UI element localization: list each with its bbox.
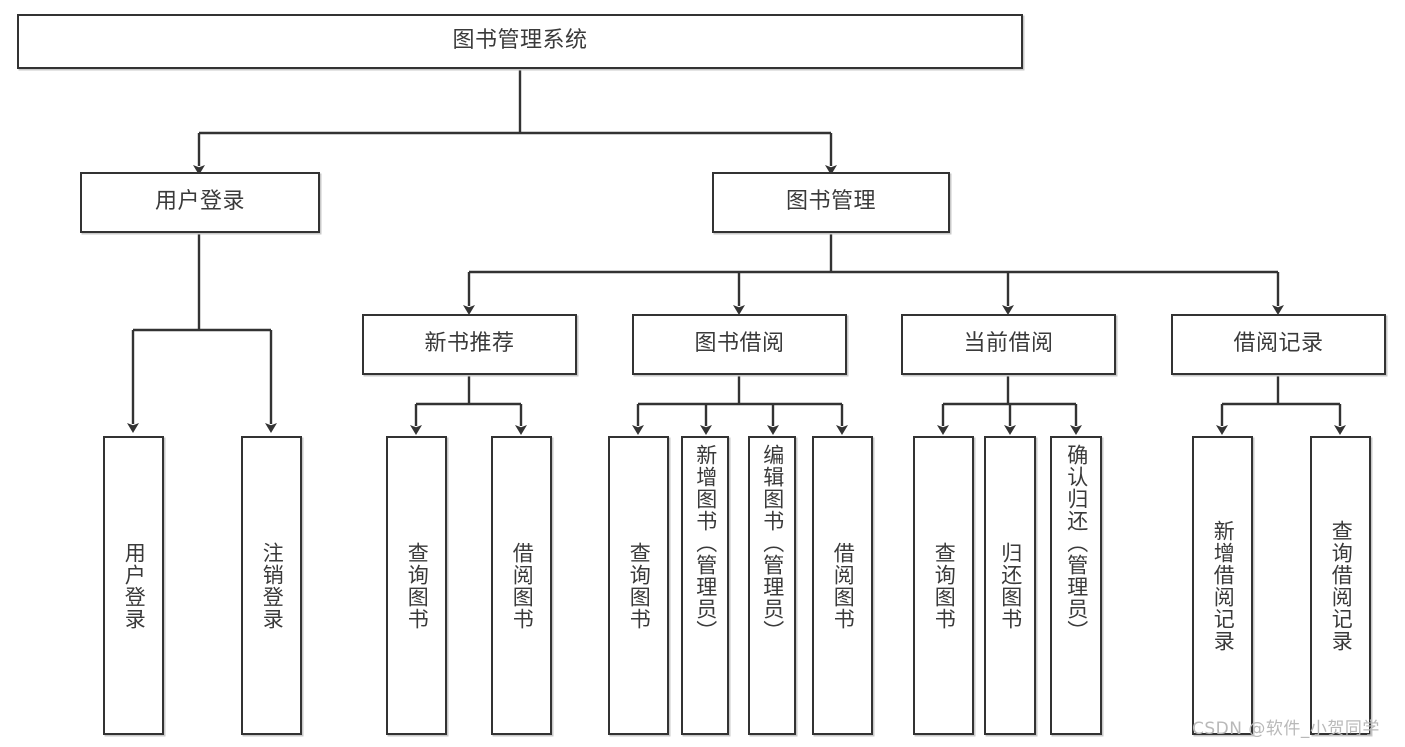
node-user-login-label: 用户登录	[154, 189, 245, 215]
leaf-edit-book-admin-label: 编辑图书（管理员）	[760, 444, 785, 642]
node-book-management-label: 图书管理	[785, 189, 876, 215]
leaf-query-borrow-record-label: 查询借阅记录	[1329, 519, 1354, 652]
leaf-return-book-label: 归还图书	[998, 541, 1023, 630]
leaf-query-book-borrow[interactable]: 查询图书	[608, 436, 669, 735]
leaf-add-borrow-record-label: 新增借阅记录	[1211, 519, 1236, 652]
leaf-add-book-admin-label: 新增图书（管理员）	[693, 444, 718, 642]
node-book-management[interactable]: 图书管理	[712, 172, 950, 233]
leaf-borrow-book-borrow[interactable]: 借阅图书	[812, 436, 873, 735]
node-book-borrow[interactable]: 图书借阅	[632, 314, 847, 375]
node-current-borrow-label: 当前借阅	[963, 331, 1054, 357]
leaf-query-book-current[interactable]: 查询图书	[913, 436, 974, 735]
leaf-confirm-return-admin[interactable]: 确认归还（管理员）	[1050, 436, 1102, 735]
leaf-user-login-label: 用户登录	[122, 541, 147, 630]
leaf-borrow-book-recommend[interactable]: 借阅图书	[491, 436, 552, 735]
leaf-borrow-book-recommend-label: 借阅图书	[510, 541, 535, 630]
leaf-query-book-borrow-label: 查询图书	[627, 541, 652, 630]
leaf-logout[interactable]: 注销登录	[241, 436, 302, 735]
leaf-logout-label: 注销登录	[260, 541, 285, 630]
leaf-return-book[interactable]: 归还图书	[984, 436, 1036, 735]
leaf-borrow-book-borrow-label: 借阅图书	[831, 541, 856, 630]
leaf-edit-book-admin[interactable]: 编辑图书（管理员）	[748, 436, 796, 735]
node-borrow-records-label: 借阅记录	[1233, 331, 1324, 357]
leaf-query-book-recommend-label: 查询图书	[405, 541, 430, 630]
node-root[interactable]: 图书管理系统	[17, 14, 1023, 69]
node-current-borrow[interactable]: 当前借阅	[901, 314, 1116, 375]
node-new-book-recommend-label: 新书推荐	[424, 331, 515, 357]
node-user-login[interactable]: 用户登录	[80, 172, 320, 233]
leaf-user-login[interactable]: 用户登录	[103, 436, 164, 735]
node-new-book-recommend[interactable]: 新书推荐	[362, 314, 577, 375]
node-borrow-records[interactable]: 借阅记录	[1171, 314, 1386, 375]
node-book-borrow-label: 图书借阅	[694, 331, 785, 357]
node-root-label: 图书管理系统	[452, 28, 588, 54]
leaf-confirm-return-admin-label: 确认归还（管理员）	[1064, 444, 1089, 642]
leaf-add-borrow-record[interactable]: 新增借阅记录	[1192, 436, 1253, 735]
leaf-query-book-recommend[interactable]: 查询图书	[386, 436, 447, 735]
leaf-query-borrow-record[interactable]: 查询借阅记录	[1310, 436, 1371, 735]
leaf-add-book-admin[interactable]: 新增图书（管理员）	[681, 436, 729, 735]
leaf-query-book-current-label: 查询图书	[932, 541, 957, 630]
